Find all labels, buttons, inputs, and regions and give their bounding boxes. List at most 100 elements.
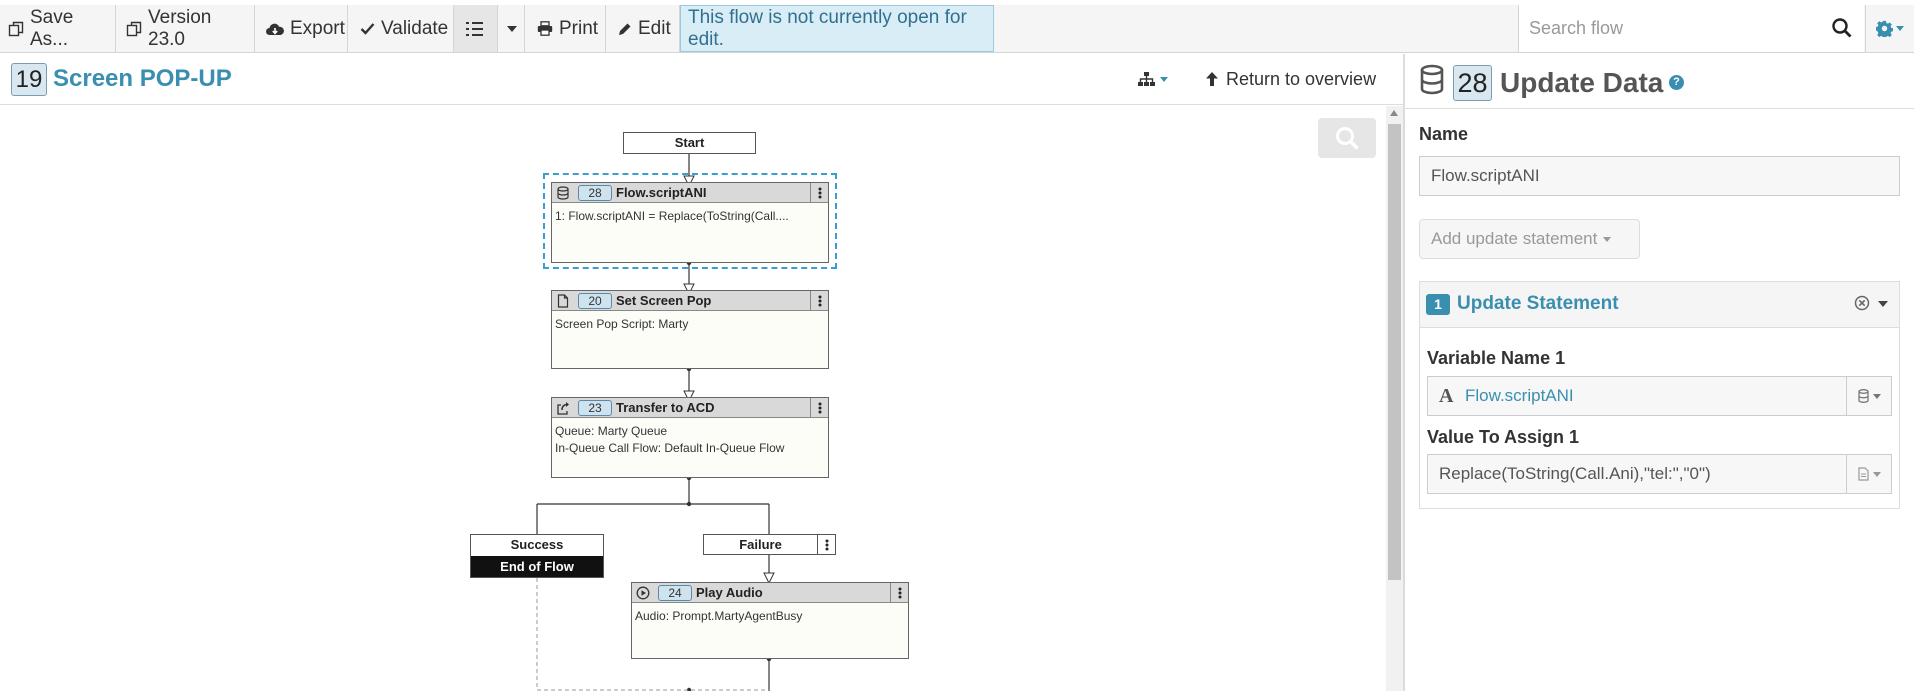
- database-icon: [1420, 64, 1444, 95]
- node-id-badge: 23: [578, 399, 612, 416]
- ellipsis-vertical-icon: [825, 539, 828, 550]
- value-expression: Replace(ToString(Call.Ani),"tel:","0"): [1439, 464, 1711, 483]
- caret-down-icon: [507, 25, 517, 32]
- flow-header: 19 Screen POP-UP Return to overview: [0, 54, 1403, 105]
- node-detail-line: Audio: Prompt.MartyAgentBusy: [635, 609, 803, 623]
- outline-view-button[interactable]: [454, 5, 498, 52]
- action-id-badge: 28: [1453, 65, 1492, 101]
- statement-title: Update Statement: [1457, 293, 1619, 314]
- validate-label: Validate: [381, 17, 449, 39]
- return-to-overview-button[interactable]: Return to overview: [1205, 66, 1376, 92]
- outline-dropdown-button[interactable]: [498, 5, 525, 52]
- flow-node-update-data[interactable]: 28 Flow.scriptANI 1: Flow.scriptANI = Re…: [551, 182, 829, 263]
- validate-button[interactable]: Validate: [348, 5, 454, 52]
- print-label: Print: [559, 17, 599, 39]
- node-menu-button[interactable]: [810, 291, 828, 310]
- node-name: Transfer to ACD: [616, 400, 715, 415]
- cloud-download-icon: [266, 23, 284, 35]
- caret-down-icon: [1603, 236, 1612, 242]
- copy-icon: [126, 21, 142, 36]
- value-to-assign-field[interactable]: Replace(ToString(Call.Ani),"tel:","0"): [1427, 454, 1892, 494]
- sitemap-icon: [1138, 72, 1155, 86]
- statement-number-badge: 1: [1426, 294, 1450, 315]
- node-name: Flow.scriptANI: [616, 185, 707, 200]
- edit-label: Edit: [638, 17, 671, 39]
- caret-down-icon: [1160, 76, 1168, 82]
- start-node[interactable]: Start: [623, 132, 756, 154]
- settings-button[interactable]: [1865, 5, 1914, 52]
- flow-node-set-screen-pop[interactable]: 20 Set Screen Pop Screen Pop Script: Mar…: [551, 290, 829, 369]
- export-label: Export: [290, 17, 345, 39]
- scrollbar-thumb[interactable]: [1388, 124, 1401, 580]
- value-type-menu[interactable]: [1846, 455, 1892, 493]
- not-open-for-edit-notice: This flow is not currently open for edit…: [680, 5, 994, 52]
- node-menu-button[interactable]: [810, 183, 828, 202]
- node-detail-line: In-Queue Call Flow: Default In-Queue Flo…: [555, 441, 785, 455]
- export-button[interactable]: Export: [255, 5, 348, 52]
- canvas-scrollbar[interactable]: [1386, 106, 1403, 691]
- pencil-icon: [619, 23, 631, 35]
- database-icon: [1858, 389, 1869, 403]
- variable-name-field[interactable]: A Flow.scriptANI: [1427, 376, 1892, 416]
- version-button[interactable]: Version 23.0: [116, 5, 255, 52]
- node-id-badge: 24: [658, 584, 692, 601]
- action-title: Update Data: [1500, 67, 1664, 98]
- flow-node-play-audio[interactable]: 24 Play Audio Audio: Prompt.MartyAgentBu…: [631, 582, 909, 659]
- ellipsis-vertical-icon: [818, 295, 821, 306]
- list-ordered-icon: [466, 21, 483, 36]
- start-label: Start: [674, 135, 705, 150]
- layout-menu-button[interactable]: [1138, 68, 1176, 90]
- success-label: Success: [510, 537, 564, 552]
- value-to-assign-label: Value To Assign 1: [1427, 427, 1580, 447]
- canvas-search-button[interactable]: [1318, 118, 1376, 158]
- flow-title: Screen POP-UP: [53, 65, 232, 92]
- search-icon: [1336, 127, 1359, 150]
- success-terminal[interactable]: Success End of Flow: [470, 534, 604, 578]
- search-flow-input[interactable]: [1519, 5, 1819, 51]
- add-update-statement-button[interactable]: Add update statement: [1419, 219, 1640, 259]
- edit-button[interactable]: Edit: [606, 5, 680, 52]
- print-button[interactable]: Print: [525, 5, 606, 52]
- ellipsis-vertical-icon: [818, 402, 821, 413]
- flow-canvas[interactable]: Start 28 Flow.scriptANI 1: Flow.scriptAN…: [0, 106, 1386, 691]
- panel-divider[interactable]: [1403, 54, 1405, 691]
- properties-panel: 28 Update Data ? Name Flow.scriptANI Add…: [1405, 54, 1914, 691]
- update-statement-panel: 1 Update Statement Variable Name 1 A Flo…: [1419, 281, 1900, 509]
- caret-down-icon: [1873, 393, 1881, 399]
- save-as-button[interactable]: Save As...: [0, 5, 116, 52]
- failure-branch-label[interactable]: Failure: [703, 534, 836, 555]
- node-detail-line: Queue: Marty Queue: [555, 424, 668, 438]
- node-id-badge: 20: [578, 292, 612, 309]
- flow-connectors: [536, 154, 775, 691]
- collapse-caret-icon[interactable]: [1878, 301, 1888, 307]
- node-id-badge: 28: [578, 184, 612, 201]
- name-field[interactable]: Flow.scriptANI: [1419, 156, 1900, 196]
- update-statement-header[interactable]: 1 Update Statement: [1420, 282, 1899, 328]
- string-type-icon: A: [1439, 385, 1454, 407]
- node-detail-line: 1: Flow.scriptANI = Replace(ToString(Cal…: [555, 209, 789, 223]
- gear-icon: [1876, 20, 1893, 37]
- node-menu-button[interactable]: [810, 398, 828, 417]
- add-update-statement-label: Add update statement: [1431, 229, 1598, 248]
- remove-circle-icon[interactable]: [1854, 295, 1870, 311]
- copy-icon: [8, 21, 24, 36]
- node-detail-line: Screen Pop Script: Marty: [555, 317, 689, 331]
- check-icon: [360, 23, 375, 35]
- flow-node-transfer-to-acd[interactable]: 23 Transfer to ACD Queue: Marty Queue In…: [551, 397, 829, 478]
- help-icon[interactable]: ?: [1669, 75, 1684, 90]
- version-label: Version 23.0: [148, 6, 212, 50]
- failure-label: Failure: [739, 537, 782, 552]
- caret-down-icon: [1896, 26, 1904, 31]
- panel-header-divider: [1405, 108, 1914, 109]
- variable-type-menu[interactable]: [1846, 377, 1892, 415]
- search-box: [1518, 5, 1864, 52]
- node-menu-button[interactable]: [890, 583, 908, 602]
- scroll-up-arrow-icon[interactable]: [1390, 110, 1398, 116]
- return-label: Return to overview: [1226, 68, 1377, 89]
- branch-menu-button[interactable]: [817, 535, 835, 554]
- variable-name-value: Flow.scriptANI: [1465, 386, 1574, 405]
- play-circle-icon: [636, 586, 650, 599]
- search-icon[interactable]: [1831, 17, 1853, 39]
- ellipsis-vertical-icon: [818, 187, 821, 198]
- save-as-label: Save As...: [30, 6, 74, 50]
